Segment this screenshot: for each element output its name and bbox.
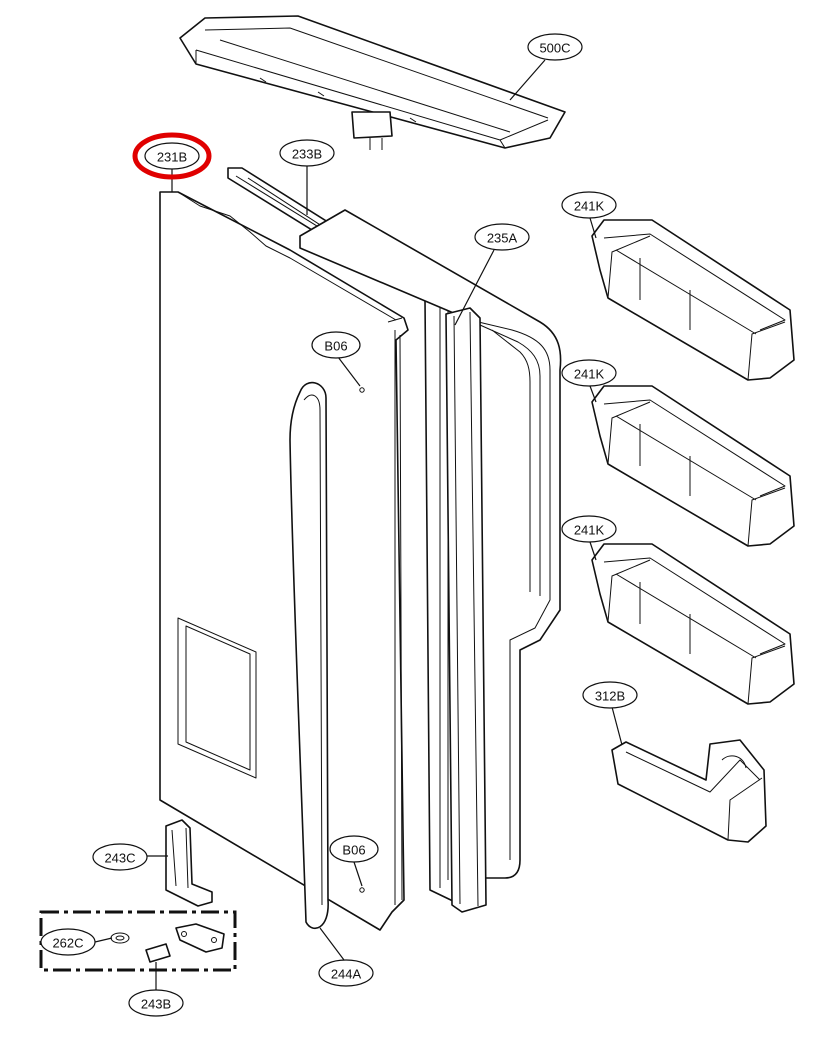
callout-262C-label: 262C [52,936,83,951]
callout-241K-1-label: 241K [574,199,605,214]
part-door-liner [299,209,562,879]
callout-233B: 233B [279,139,335,167]
callout-262C: 262C [40,928,96,956]
callout-243B: 243B [128,989,184,1017]
callout-B06-2-label: B06 [342,843,365,858]
callout-243B-label: 243B [141,997,171,1012]
part-244A-handle [289,381,329,930]
callout-500C: 500C [527,33,583,61]
callout-235A-label: 235A [487,231,518,246]
part-231B-door [159,191,409,931]
callout-B06-2: B06 [329,835,379,863]
callout-231B: 231B [144,142,200,170]
callout-241K-3: 241K [561,515,617,543]
callout-244A-label: 244A [331,967,362,982]
callout-233B-label: 233B [292,147,322,162]
callout-235A: 235A [474,223,530,251]
callout-312B-label: 312B [595,689,625,704]
part-241K-bin-3 [591,543,795,705]
part-243C-bracket [165,819,213,907]
part-312B-small-bin [611,739,767,843]
callout-B06-1: B06 [311,331,361,359]
part-235A-mullion [445,307,487,913]
callout-B06-1-label: B06 [324,339,347,354]
callout-243C: 243C [92,843,148,871]
callout-500C-label: 500C [539,41,570,56]
callout-241K-2-label: 241K [574,367,605,382]
part-241K-bin-1 [591,219,795,381]
callout-231B-label: 231B [157,150,187,165]
callout-312B: 312B [582,681,638,709]
leader-lines [94,59,623,990]
part-241K-bin-2 [591,385,795,547]
callout-244A: 244A [318,959,374,987]
callout-241K-2: 241K [561,359,617,387]
callout-243C-label: 243C [104,851,135,866]
callout-241K-1: 241K [561,191,617,219]
part-500C-top-cover [179,15,566,150]
highlight-circle-231B [132,132,212,180]
callout-241K-3-label: 241K [574,523,605,538]
